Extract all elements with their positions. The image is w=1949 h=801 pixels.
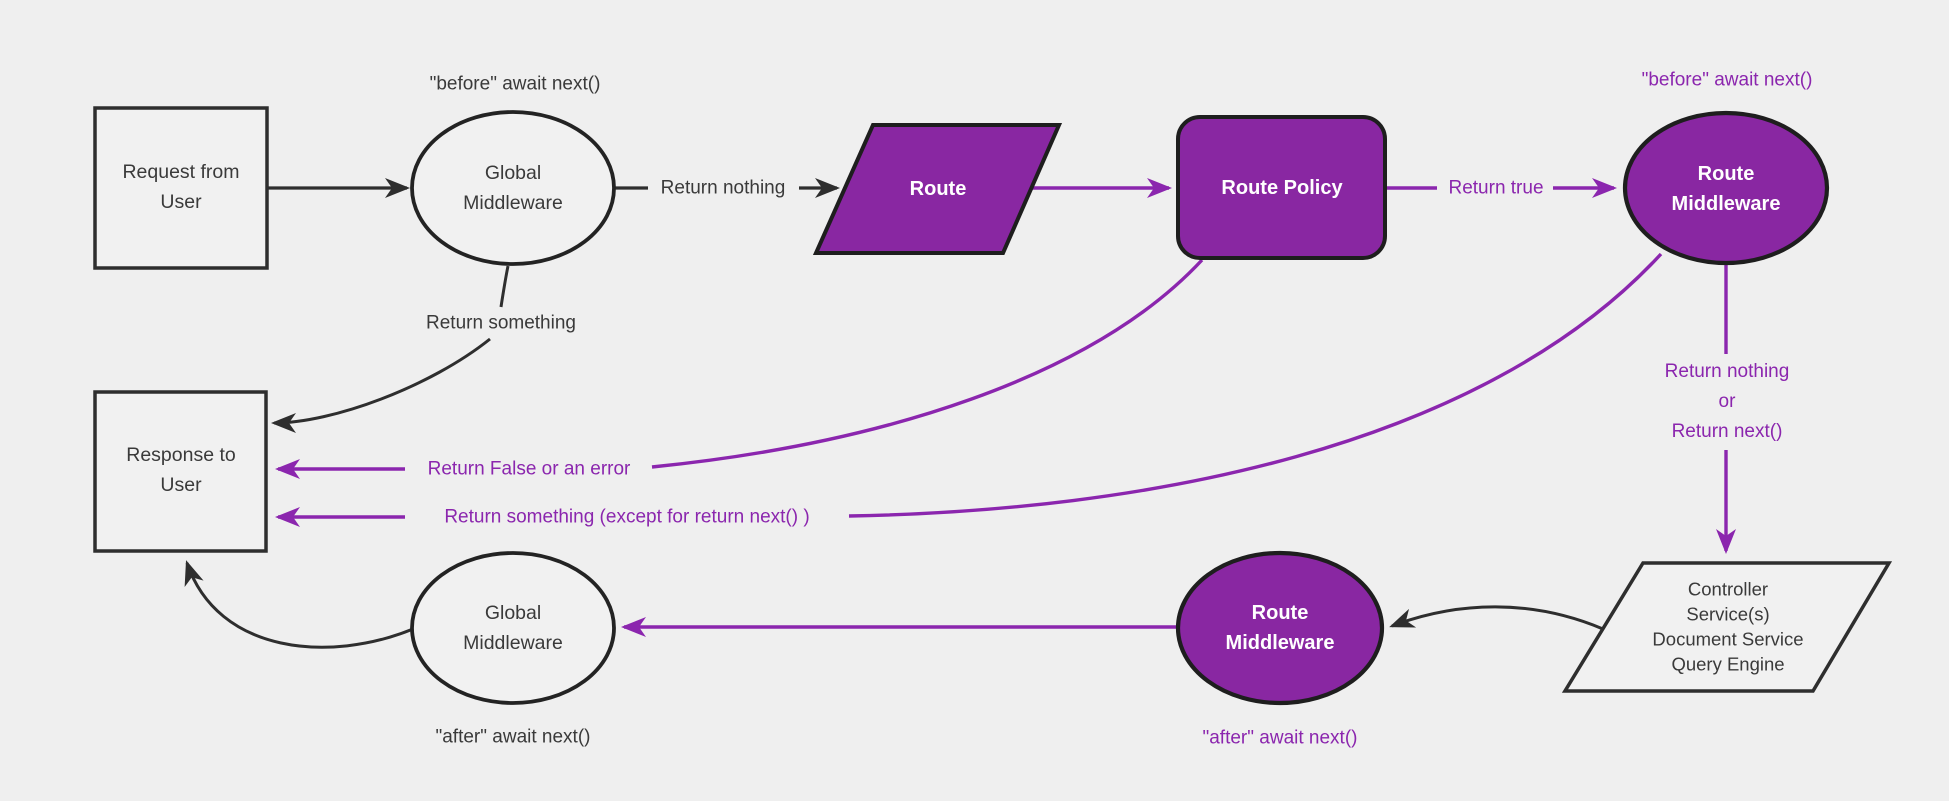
- node-request-from-user: [93, 106, 269, 270]
- edge-return-something-stub: [499, 265, 510, 308]
- edge-global-middleware-bottom-to-response: [184, 560, 414, 649]
- node-route-policy: [1176, 115, 1387, 260]
- node-global-middleware-top: [410, 110, 616, 266]
- edge-route-middleware-to-return-something-except: [848, 252, 1663, 518]
- node-response-to-user: [93, 390, 268, 553]
- edge-route-policy-to-return-false: [651, 258, 1204, 469]
- node-global-middleware-bottom: [410, 551, 616, 705]
- node-route-middleware-bottom: [1175, 550, 1385, 706]
- edge-controller-to-route-middleware-bottom: [1389, 605, 1604, 631]
- edge-return-something-to-response: [271, 337, 491, 433]
- node-route: [812, 123, 1063, 255]
- node-controller-services: [1561, 561, 1893, 693]
- node-route-middleware-top: [1622, 110, 1830, 266]
